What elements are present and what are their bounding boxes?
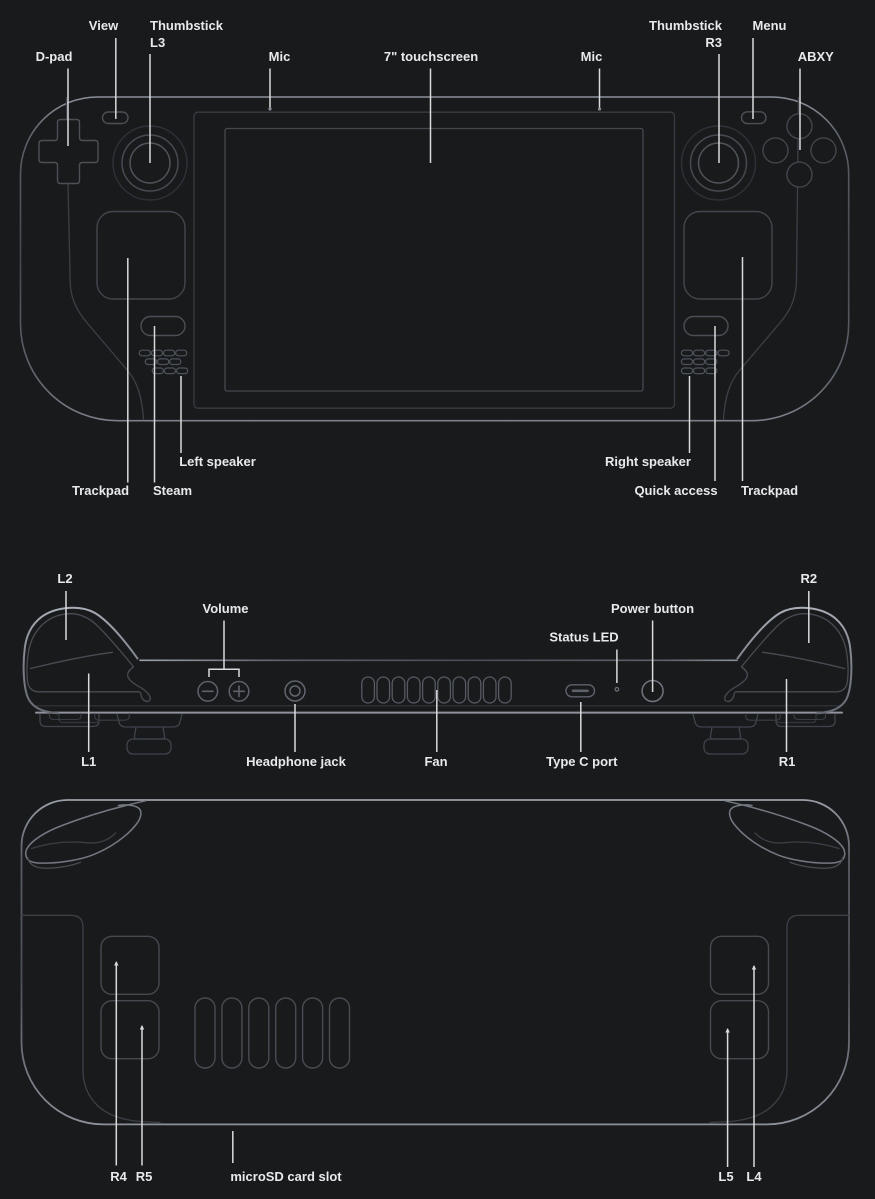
svg-text:Type C port: Type C port	[546, 754, 618, 769]
svg-text:L3: L3	[150, 35, 165, 50]
svg-text:microSD card slot: microSD card slot	[230, 1169, 342, 1184]
svg-text:L1: L1	[81, 754, 96, 769]
svg-text:Trackpad: Trackpad	[72, 483, 129, 498]
svg-text:R5: R5	[136, 1169, 153, 1184]
svg-text:Quick access: Quick access	[634, 483, 717, 498]
svg-text:Menu: Menu	[753, 18, 787, 33]
svg-text:Power button: Power button	[611, 601, 694, 616]
svg-text:R3: R3	[705, 35, 722, 50]
svg-text:D-pad: D-pad	[36, 49, 73, 64]
svg-text:Trackpad: Trackpad	[741, 483, 798, 498]
svg-text:L5: L5	[718, 1169, 733, 1184]
svg-text:R2: R2	[800, 571, 817, 586]
svg-text:Headphone jack: Headphone jack	[246, 754, 346, 769]
svg-text:Right speaker: Right speaker	[605, 454, 691, 469]
svg-text:Left speaker: Left speaker	[179, 454, 256, 469]
svg-text:Fan: Fan	[424, 754, 447, 769]
svg-text:L4: L4	[746, 1169, 762, 1184]
svg-text:Thumbstick: Thumbstick	[649, 18, 723, 33]
svg-text:Steam: Steam	[153, 483, 192, 498]
svg-text:Volume: Volume	[203, 601, 249, 616]
svg-text:R1: R1	[779, 754, 796, 769]
svg-text:Status LED: Status LED	[549, 630, 618, 645]
svg-text:L2: L2	[57, 571, 72, 586]
svg-text:View: View	[89, 18, 119, 33]
svg-text:Mic: Mic	[269, 49, 291, 64]
svg-text:ABXY: ABXY	[798, 49, 834, 64]
svg-text:Thumbstick: Thumbstick	[150, 18, 224, 33]
svg-text:7" touchscreen: 7" touchscreen	[384, 49, 478, 64]
svg-text:R4: R4	[110, 1169, 127, 1184]
svg-text:Mic: Mic	[581, 49, 603, 64]
